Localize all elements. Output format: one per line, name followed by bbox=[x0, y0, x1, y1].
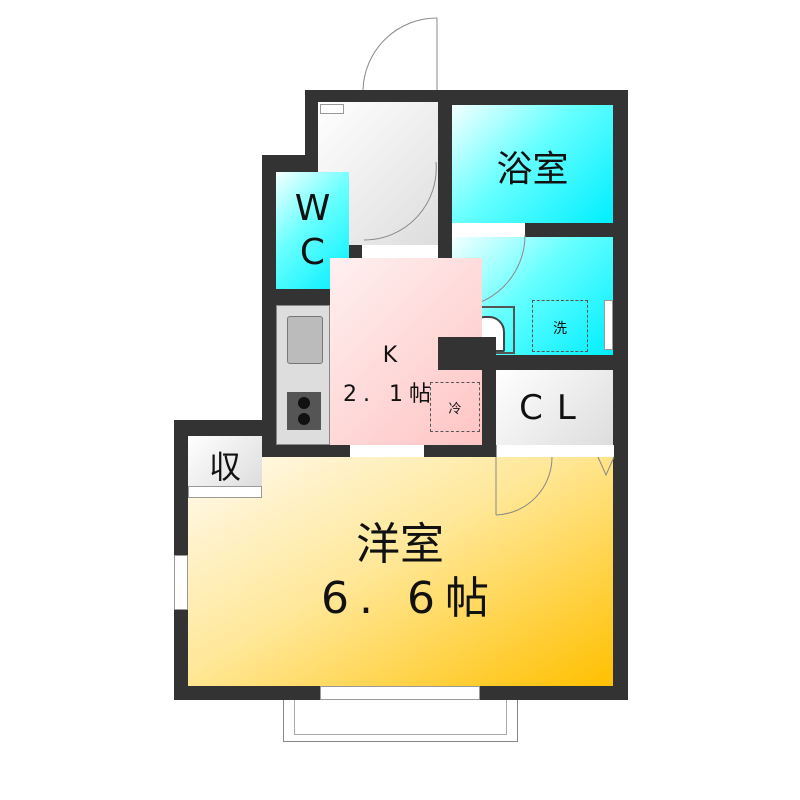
washer-space bbox=[532, 300, 588, 352]
western-room-size: 6. 6帖 bbox=[321, 573, 499, 624]
storage-label: 収 bbox=[208, 448, 241, 486]
south-window[interactable] bbox=[320, 686, 480, 700]
storage bbox=[188, 436, 262, 486]
kitchen-label: K bbox=[382, 343, 398, 368]
bathroom-label: 浴室 bbox=[496, 149, 569, 190]
balcony bbox=[283, 700, 518, 742]
closet-label: CL bbox=[519, 388, 590, 428]
fridge-space bbox=[430, 382, 480, 432]
wc-label-c: C bbox=[299, 232, 326, 273]
closet-door[interactable] bbox=[496, 445, 614, 457]
wall bbox=[438, 337, 496, 370]
washroom-door[interactable] bbox=[452, 223, 525, 237]
stove-icon bbox=[287, 392, 321, 430]
washer-label: 洗 bbox=[553, 321, 567, 337]
kitchen-door[interactable] bbox=[350, 445, 424, 457]
fridge-label: 冷 bbox=[448, 402, 462, 417]
closet bbox=[496, 370, 613, 445]
closet-door-arc bbox=[495, 456, 615, 516]
kitchen-upper-filler bbox=[362, 245, 438, 258]
wc-label-w: W bbox=[294, 188, 331, 229]
entrance-door[interactable] bbox=[355, 10, 445, 95]
side-window[interactable] bbox=[174, 555, 188, 610]
hall-door[interactable] bbox=[362, 160, 442, 245]
kitchen-size: 2. 1帖 bbox=[343, 382, 437, 407]
western-room-name: 洋室 bbox=[356, 519, 444, 570]
storage-door[interactable] bbox=[188, 486, 262, 498]
sink-basin bbox=[287, 316, 323, 364]
wash-window[interactable] bbox=[604, 300, 613, 350]
shoe-box bbox=[320, 104, 344, 114]
bathroom bbox=[452, 105, 613, 223]
